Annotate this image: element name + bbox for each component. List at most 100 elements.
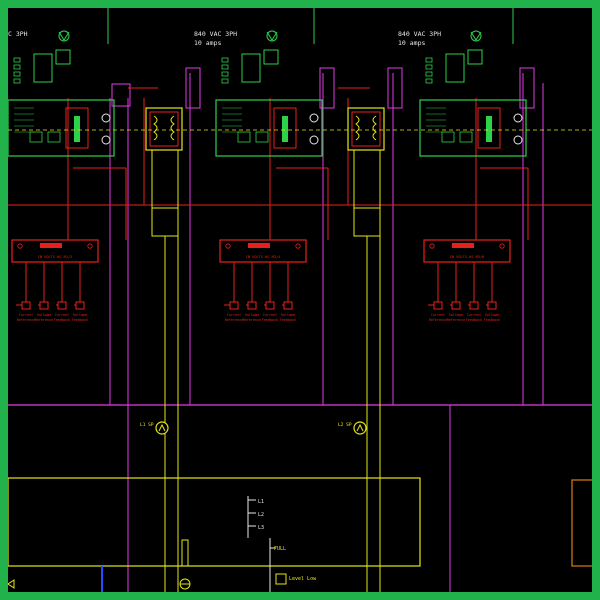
- aux-label: FULL: [274, 546, 286, 552]
- module-label: IN VOLTS-HS M3/4: [246, 255, 281, 259]
- sensor-label: Current: [467, 313, 481, 317]
- module-box: [11, 239, 99, 263]
- drive-box: [419, 99, 527, 157]
- contactor-icon: [263, 49, 279, 65]
- magenta-breaker: [319, 67, 335, 109]
- sensor-terminal: [265, 301, 275, 310]
- unit-current: 10 amps: [194, 39, 221, 47]
- sensor-label: Voltage: [449, 313, 463, 317]
- pump-tag: L1 SP: [140, 422, 154, 428]
- sensor-terminal: [487, 301, 497, 310]
- valve-icon: [58, 30, 70, 42]
- module-box: [423, 239, 511, 263]
- coil-icon: [153, 115, 175, 141]
- sensor-label: Voltage: [245, 313, 259, 317]
- module-indicator: [452, 243, 474, 248]
- sensor-label: Voltage: [37, 313, 51, 317]
- level-label: Level Low: [289, 576, 317, 582]
- sensor-terminal: [283, 301, 293, 310]
- sensor-icon: [101, 135, 111, 145]
- sensor-label: Reference: [225, 318, 243, 322]
- sensor-icon: [513, 135, 523, 145]
- sensor-terminal: [469, 301, 479, 310]
- valve-icon: [266, 30, 278, 42]
- drive-indicator: [74, 116, 80, 142]
- magenta-breaker: [387, 67, 403, 109]
- sensor-label: Voltage: [73, 313, 87, 317]
- pump-2[interactable]: L2 SP: [338, 421, 367, 435]
- drive-core: [273, 107, 297, 149]
- module-label: IN VOLTS-HS M1/2: [38, 255, 73, 259]
- module-indicator: [248, 243, 270, 248]
- magenta-breaker: [519, 67, 535, 109]
- sensor-label: Current: [263, 313, 277, 317]
- sensor-terminal: [433, 301, 443, 310]
- sensor-terminal: [57, 301, 67, 310]
- drive-box: [8, 99, 115, 157]
- module-group[interactable]: IN VOLTS-HS M5/6CurrentReferenceVoltageR…: [423, 239, 511, 322]
- sensor-label: Voltage: [485, 313, 499, 317]
- contactor-icon: [55, 49, 71, 65]
- sensor-label: Reference: [447, 318, 465, 322]
- sensor-label: Voltage: [281, 313, 295, 317]
- drive-core: [477, 107, 501, 149]
- sensor-terminal: [39, 301, 49, 310]
- level-switch-icon: [275, 573, 287, 585]
- pump-tag: L2 SP: [338, 422, 352, 428]
- panel-outline: [8, 477, 421, 567]
- sensor-label: Current: [227, 313, 241, 317]
- contactor-icon: [467, 49, 483, 65]
- pump-icon: [353, 421, 367, 435]
- drive-indicator: [282, 116, 288, 142]
- sensor-icon: [309, 135, 319, 145]
- orange-panel: [571, 479, 592, 567]
- module-label: IN VOLTS-HS M5/6: [450, 255, 485, 259]
- pump-icon: [155, 421, 169, 435]
- module-groups: IN VOLTS-HS M1/2CurrentReferenceVoltageR…: [11, 239, 511, 322]
- sensor-label: Feedback: [484, 318, 500, 322]
- pumps: L1 SP L2 SP: [140, 421, 367, 435]
- unit-current: 10 amps: [398, 39, 425, 47]
- sensor-label: Reference: [429, 318, 447, 322]
- drive-box: [215, 99, 323, 157]
- sensor-label: Reference: [243, 318, 261, 322]
- unit-rating: 840 VAC 3PH: [398, 30, 441, 38]
- transformer-core: [351, 111, 381, 147]
- sensor-terminal: [75, 301, 85, 310]
- sensor-label: Feedback: [262, 318, 278, 322]
- sensor-label: Feedback: [466, 318, 482, 322]
- pump-1[interactable]: L1 SP: [140, 421, 169, 435]
- transformer-2[interactable]: [347, 107, 385, 592]
- sensor-label: Feedback: [280, 318, 296, 322]
- sensor-label: Current: [431, 313, 445, 317]
- sensor-label: Feedback: [54, 318, 70, 322]
- sensor-icon: [101, 113, 111, 123]
- transformer-1[interactable]: [145, 107, 183, 592]
- module-group[interactable]: IN VOLTS-HS M1/2CurrentReferenceVoltageR…: [11, 239, 99, 322]
- module-group[interactable]: IN VOLTS-HS M3/4CurrentReferenceVoltageR…: [219, 239, 307, 322]
- sensor-label: Current: [55, 313, 69, 317]
- power-unit[interactable]: C 3PH: [8, 30, 115, 157]
- panel-label-l1: L1: [258, 499, 264, 505]
- sensor-icon: [309, 113, 319, 123]
- unit-rating: C 3PH: [8, 30, 28, 38]
- bottom-panel[interactable]: L1 L2 L3 FULL Level Low: [8, 477, 421, 592]
- fuse-icon: [181, 539, 189, 567]
- valve-icon: [470, 30, 482, 42]
- sensor-terminal: [247, 301, 257, 310]
- relay-block: [241, 53, 261, 83]
- sensor-icon: [513, 113, 523, 123]
- module-box: [219, 239, 307, 263]
- sensor-label: Reference: [17, 318, 35, 322]
- transformer-box: [347, 107, 385, 151]
- module-indicator: [40, 243, 62, 248]
- arrow-icon: [8, 579, 15, 589]
- drive-core: [65, 107, 89, 149]
- sensor-terminal: [451, 301, 461, 310]
